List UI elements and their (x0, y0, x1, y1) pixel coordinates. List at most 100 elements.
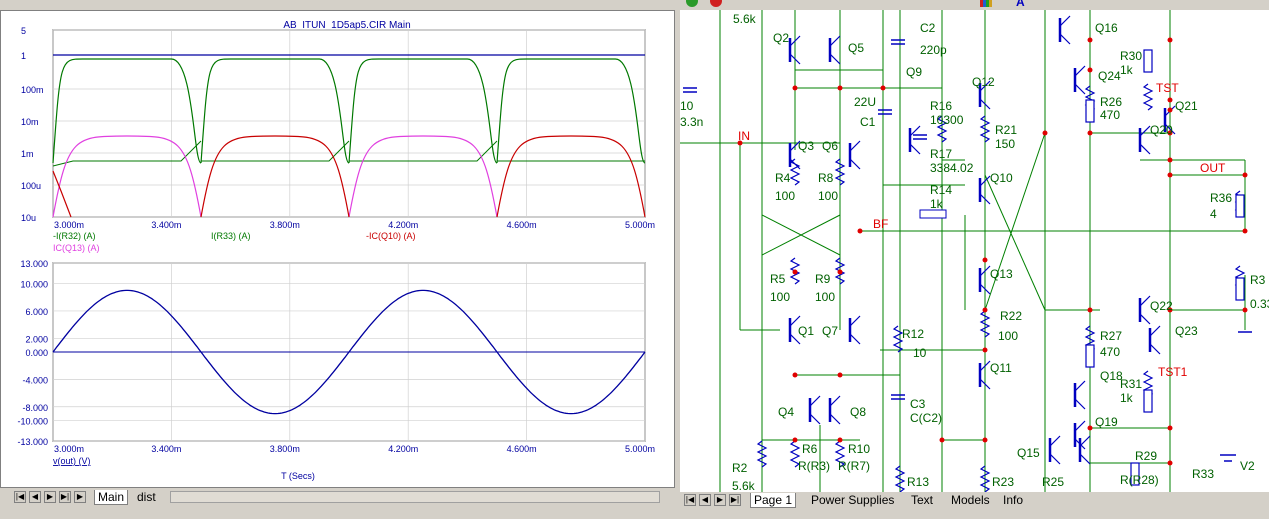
resistor-box (1085, 99, 1095, 123)
component-label: 5.6k (733, 12, 757, 26)
component-label: R6 (802, 442, 818, 456)
legend-entry: IC(Q13) (A) (53, 243, 100, 253)
component-label: R10 (848, 442, 870, 456)
node-dot (1087, 425, 1093, 431)
prev-page-icon[interactable]: ◀ (699, 494, 711, 506)
component-label: R16 (930, 99, 952, 113)
tab-page-1[interactable]: Page 1 (750, 493, 797, 508)
component-label: R(R3) (798, 459, 830, 473)
tab-text[interactable]: Text (911, 493, 934, 507)
node-dot (1087, 37, 1093, 43)
horizontal-scrollbar[interactable] (170, 491, 660, 503)
stop-icon[interactable] (710, 0, 722, 7)
wire (984, 174, 1046, 311)
component-label: Q19 (1095, 415, 1118, 429)
node-dot (857, 228, 863, 234)
resistor (834, 158, 846, 186)
schematic-canvas[interactable]: 5.6kQ2Q5C2220pQ9Q12Q16R301kQ24TSTR26470Q… (680, 10, 1269, 492)
resistor-box (1235, 277, 1245, 301)
x-tick-label: 3.000m (54, 444, 84, 454)
component-label: Q1 (798, 324, 814, 338)
first-page-icon[interactable]: |◀ (14, 491, 26, 503)
transistor-lead (1164, 123, 1176, 135)
tab-dist[interactable]: dist (137, 490, 156, 504)
transistor-lead (979, 98, 991, 110)
x-axis-label: T (Secs) (281, 471, 315, 481)
font-icon[interactable]: A (1016, 0, 1025, 9)
node-dot (1167, 307, 1173, 313)
node-dot (1087, 307, 1093, 313)
next-page-icon[interactable]: ▶ (44, 491, 56, 503)
component-label: 100 (998, 329, 1018, 343)
chart-icon[interactable] (980, 0, 992, 7)
tab-info[interactable]: Info (1003, 493, 1024, 507)
schematic-toolbar: A (680, 0, 1269, 10)
component-label: 5.6k (732, 479, 756, 492)
component-label: C3 (910, 397, 926, 411)
transistor-lead (1074, 380, 1086, 392)
transistor-lead (1079, 453, 1091, 465)
transistor-lead (849, 140, 861, 152)
component-label: C(C2) (910, 411, 942, 425)
last-page-icon[interactable]: ▶| (59, 491, 71, 503)
resistor (1142, 83, 1154, 111)
component-label: OUT (1200, 161, 1226, 175)
node-dot (792, 437, 798, 443)
transistor-lead (829, 413, 841, 425)
resistor (979, 115, 991, 143)
component-label: Q15 (1017, 446, 1040, 460)
tab-main[interactable]: Main (94, 490, 129, 505)
component-label: R4 (775, 171, 791, 185)
y-tick-label: 1m (21, 149, 34, 159)
x-tick-label: 4.200m (388, 444, 418, 454)
component-label: R21 (995, 123, 1017, 137)
y-tick-label: -13.000 (17, 437, 48, 447)
transistor-lead (1074, 398, 1086, 410)
transistor-lead (789, 35, 801, 47)
node-dot (1087, 67, 1093, 73)
run-icon[interactable] (686, 0, 698, 7)
component-label: 3384.02 (930, 161, 974, 175)
y-tick-label: 10m (21, 117, 39, 127)
scroll-icon[interactable]: ▶ (74, 491, 86, 503)
next-page-icon[interactable]: ▶ (714, 494, 726, 506)
transistor-lead (1074, 420, 1086, 432)
component-label: 470 (1100, 345, 1120, 359)
transistor-lead (1074, 65, 1086, 77)
node-dot (982, 437, 988, 443)
component-label: R22 (1000, 309, 1022, 323)
y-tick-label: -4.000 (22, 375, 48, 385)
resistor (892, 325, 904, 353)
prev-page-icon[interactable]: ◀ (29, 491, 41, 503)
series-line (52, 289, 646, 415)
last-page-icon[interactable]: ▶| (729, 494, 741, 506)
transistor-lead (829, 395, 841, 407)
node-dot (982, 347, 988, 353)
component-label: 22U (854, 95, 876, 109)
first-page-icon[interactable]: |◀ (684, 494, 696, 506)
transistor-lead (809, 395, 821, 407)
transistor-lead (979, 193, 991, 205)
component-label: Q8 (850, 405, 866, 419)
x-tick-label: 3.400m (151, 220, 181, 230)
node-dot (939, 437, 945, 443)
component-label: R2 (732, 461, 748, 475)
component-label: TST1 (1158, 365, 1188, 379)
tab-models[interactable]: Models (951, 493, 990, 507)
component-label: 1k (930, 197, 944, 211)
y-tick-label: 100m (21, 85, 44, 95)
component-label: 220p (920, 43, 947, 57)
resistor (894, 465, 906, 492)
component-label: R5 (770, 272, 786, 286)
component-label: 100 (775, 189, 795, 203)
transistor-lead (1139, 313, 1151, 325)
transistor-lead (789, 53, 801, 65)
transistor-lead (789, 315, 801, 327)
tab-power-supplies[interactable]: Power Supplies (811, 493, 895, 507)
schematic-tabbar: |◀ ◀ ▶ ▶| Page 1 Power Supplies Text Mod… (680, 492, 1269, 508)
transistor-lead (1059, 33, 1071, 45)
y-tick-label: 5 (21, 26, 26, 36)
component-label: Q13 (990, 267, 1013, 281)
transistor-lead (849, 315, 861, 327)
node-dot (1167, 172, 1173, 178)
